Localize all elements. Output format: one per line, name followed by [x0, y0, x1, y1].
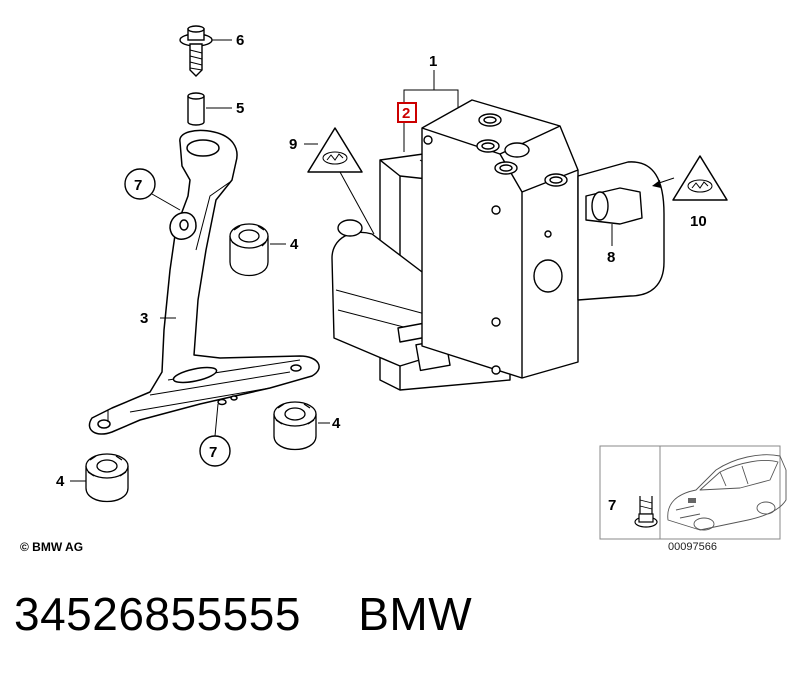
rubber-mount-upper: [229, 223, 269, 276]
part-number: 34526855555: [14, 588, 301, 640]
callout-2: 2: [402, 105, 410, 122]
rubber-mount-lower: [85, 453, 129, 502]
copyright-notice: © BMW AG: [20, 540, 84, 554]
callout-7b: 7: [209, 444, 217, 461]
rubber-mount-right: [273, 401, 317, 450]
callout-7c: 7: [608, 497, 616, 514]
callout-10: 10: [690, 213, 707, 230]
sleeve-part-5: [187, 92, 205, 126]
callout-8: 8: [607, 249, 615, 266]
callout-4a: 4: [290, 236, 299, 253]
inset-car-outline: [667, 454, 787, 531]
callout-7a: 7: [134, 177, 142, 194]
callout-4b: 4: [332, 415, 341, 432]
inset-bolt: [634, 496, 658, 528]
leader-7b: [199, 403, 231, 467]
hydraulic-block: [421, 99, 579, 379]
arrow-head-icon: [652, 180, 661, 188]
callout-6: 6: [236, 32, 244, 49]
callout-5: 5: [236, 100, 244, 117]
callout-3: 3: [140, 310, 148, 327]
pump-motor: [577, 161, 665, 301]
callout-4c: 4: [56, 473, 65, 490]
warning-label-10: [672, 155, 728, 201]
bracket-part-3: [88, 129, 320, 435]
bolt-part-6: [179, 25, 213, 77]
diagram-code: 00097566: [668, 541, 717, 553]
leader-7a: [124, 168, 181, 211]
warning-label-9: [307, 127, 375, 235]
brand-name: BMW: [358, 588, 473, 640]
callout-1: 1: [429, 53, 437, 70]
callout-9: 9: [289, 136, 297, 153]
callout-2-highlight: [397, 102, 417, 123]
caption-bar: 34526855555 BMW: [14, 584, 472, 644]
inset-frame: [599, 445, 781, 540]
